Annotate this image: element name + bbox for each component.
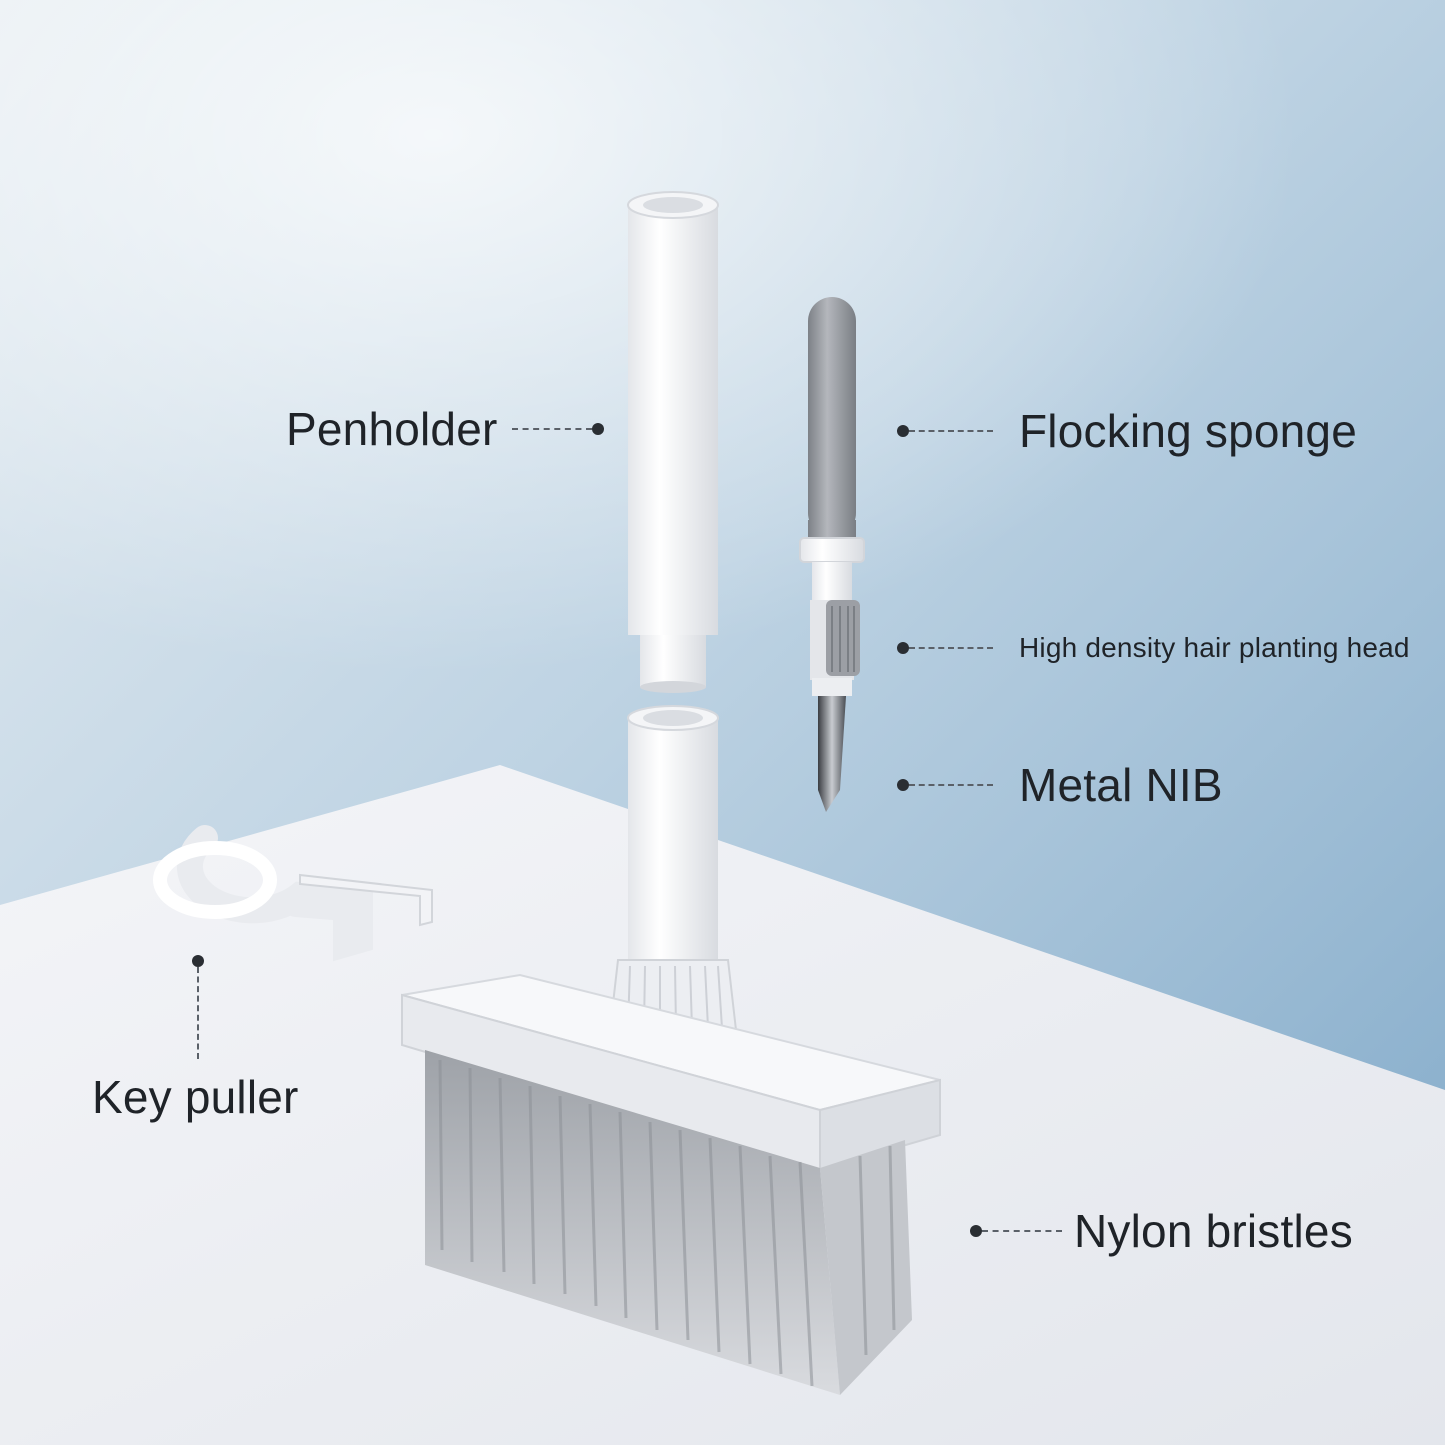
nylon-bristles-shape bbox=[425, 1050, 912, 1395]
leader-hair-head bbox=[897, 642, 993, 654]
leader-penholder bbox=[511, 423, 604, 435]
cloud-haze bbox=[0, 0, 1445, 900]
leader-metal-nib bbox=[897, 779, 993, 791]
callout-flocking-sponge: Flocking sponge bbox=[897, 404, 1357, 458]
key-puller-tool bbox=[153, 825, 433, 962]
callout-metal-nib: Metal NIB bbox=[897, 758, 1223, 812]
label-metal-nib: Metal NIB bbox=[1019, 759, 1223, 811]
label-penholder: Penholder bbox=[286, 403, 498, 455]
callout-penholder: Penholder bbox=[286, 402, 604, 456]
brush-head bbox=[401, 973, 941, 1172]
brush-handle bbox=[608, 705, 738, 1031]
leader-nylon-bristles bbox=[970, 1225, 1062, 1237]
callout-key-puller: Key puller bbox=[92, 1070, 299, 1124]
label-flocking-sponge: Flocking sponge bbox=[1019, 405, 1357, 457]
label-key-puller: Key puller bbox=[92, 1071, 299, 1123]
cleaning-pen bbox=[799, 297, 865, 812]
label-hair-head: High density hair planting head bbox=[1019, 632, 1410, 663]
label-nylon-bristles: Nylon bristles bbox=[1074, 1205, 1353, 1257]
callout-hair-head: High density hair planting head bbox=[897, 632, 1410, 664]
penholder-tube bbox=[627, 191, 719, 693]
callout-nylon-bristles: Nylon bristles bbox=[970, 1204, 1353, 1258]
leader-flocking-sponge bbox=[897, 425, 993, 437]
leader-key-puller bbox=[192, 955, 204, 1059]
